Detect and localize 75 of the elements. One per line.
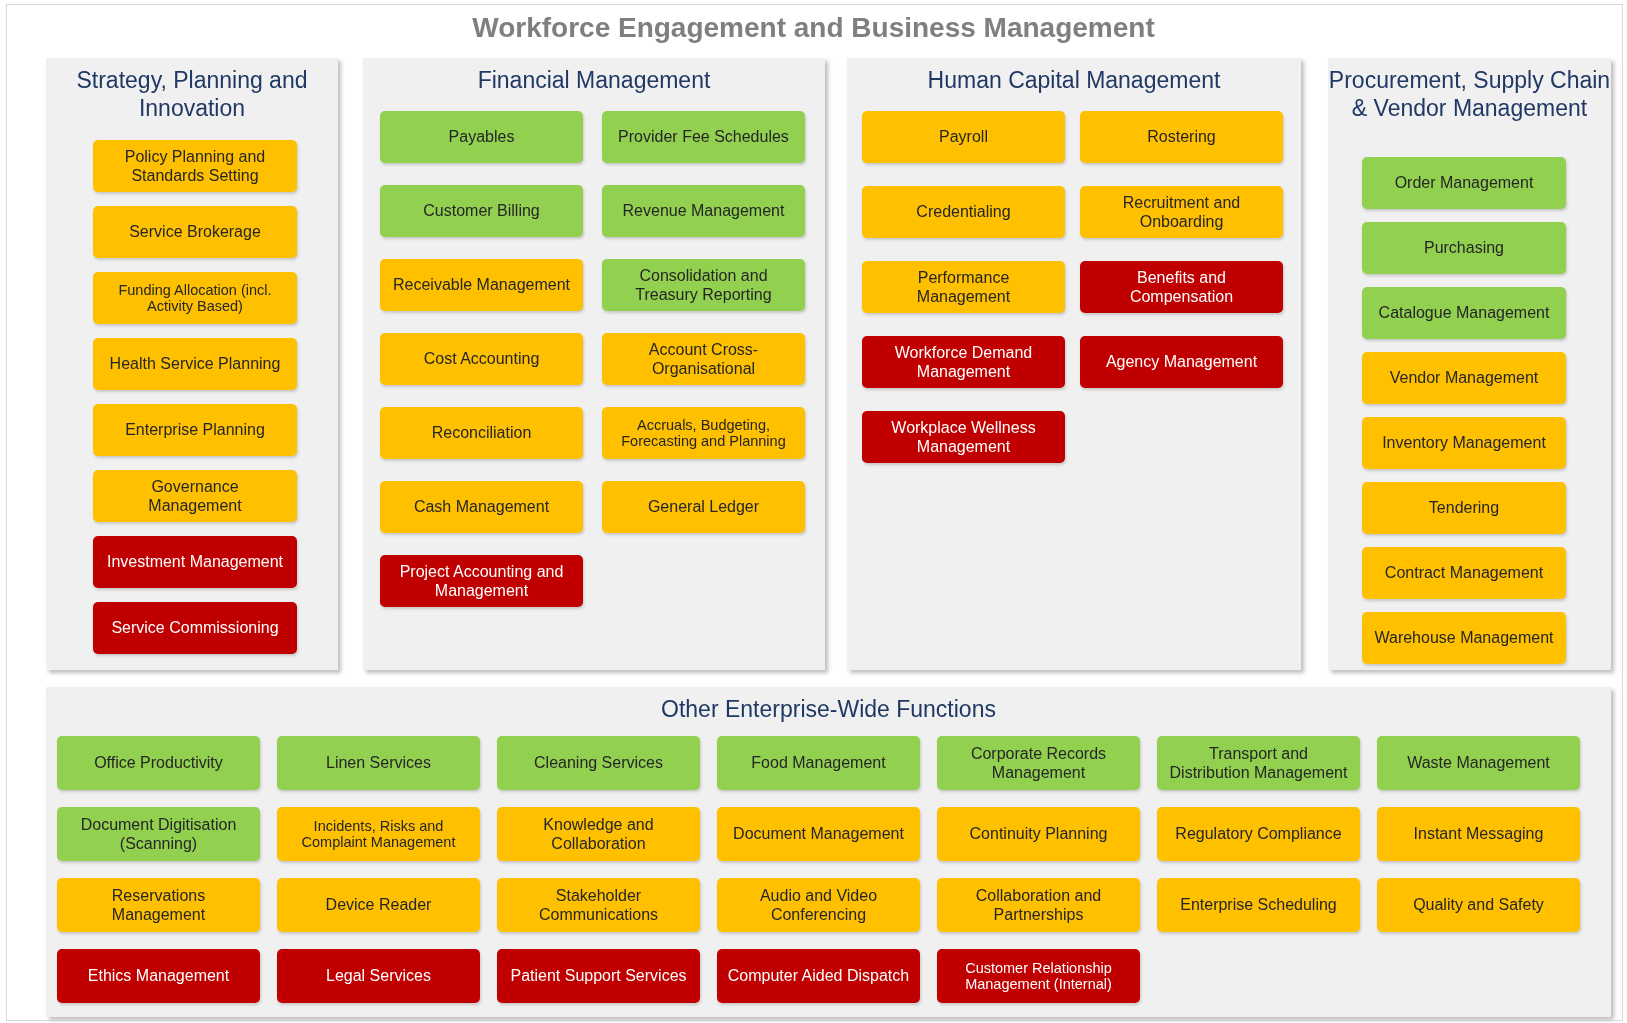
- category-panel: [1328, 58, 1611, 670]
- capability-box: Cash Management: [380, 481, 583, 533]
- capability-box: Tendering: [1362, 482, 1566, 534]
- capability-box: Linen Services: [277, 736, 480, 790]
- capability-box: Knowledge and Collaboration: [497, 807, 700, 861]
- capability-box: Credentialing: [862, 186, 1065, 238]
- capability-box: Payables: [380, 111, 583, 163]
- capability-box: Revenue Management: [602, 185, 805, 237]
- capability-box: Service Brokerage: [93, 206, 297, 258]
- capability-box: Inventory Management: [1362, 417, 1566, 469]
- category-panel: [46, 58, 338, 670]
- capability-box: Benefits and Compensation: [1080, 261, 1283, 313]
- capability-box: Payroll: [862, 111, 1065, 163]
- capability-box: Transport and Distribution Management: [1157, 736, 1360, 790]
- capability-box: Computer Aided Dispatch: [717, 949, 920, 1003]
- capability-box: Service Commissioning: [93, 602, 297, 654]
- capability-box: Collaboration and Partnerships: [937, 878, 1140, 932]
- capability-box: Rostering: [1080, 111, 1283, 163]
- capability-box: Receivable Management: [380, 259, 583, 311]
- capability-box: Enterprise Planning: [93, 404, 297, 456]
- capability-box: General Ledger: [602, 481, 805, 533]
- capability-box: Stakeholder Communications: [497, 878, 700, 932]
- capability-box: Device Reader: [277, 878, 480, 932]
- capability-box: Provider Fee Schedules: [602, 111, 805, 163]
- capability-box: Agency Management: [1080, 336, 1283, 388]
- capability-box: Waste Management: [1377, 736, 1580, 790]
- capability-box: Document Digitisation (Scanning): [57, 807, 260, 861]
- capability-box: Document Management: [717, 807, 920, 861]
- capability-box: Account Cross-Organisational: [602, 333, 805, 385]
- capability-box: Customer Relationship Management (Internal): [937, 949, 1140, 1003]
- category-panel: [847, 58, 1301, 670]
- capability-box: Recruitment and Onboarding: [1080, 186, 1283, 238]
- panel-heading: Financial Management: [476, 66, 712, 95]
- capability-box: Incidents, Risks and Complaint Management: [277, 807, 480, 861]
- capability-box: Quality and Safety: [1377, 878, 1580, 932]
- capability-box: Legal Services: [277, 949, 480, 1003]
- capability-box: Cost Accounting: [380, 333, 583, 385]
- capability-box: Corporate Records Management: [937, 736, 1140, 790]
- capability-box: Order Management: [1362, 157, 1566, 209]
- capability-box: Food Management: [717, 736, 920, 790]
- capability-box: Patient Support Services: [497, 949, 700, 1003]
- panel-heading: Procurement, Supply Chain & Vendor Management: [1328, 66, 1611, 123]
- capability-box: Reservations Management: [57, 878, 260, 932]
- capability-box: Governance Management: [93, 470, 297, 522]
- capability-box: Project Accounting and Management: [380, 555, 583, 607]
- capability-box: Performance Management: [862, 261, 1065, 313]
- capability-box: Workforce Demand Management: [862, 336, 1065, 388]
- capability-box: Workplace Wellness Management: [862, 411, 1065, 463]
- capability-box: Office Productivity: [57, 736, 260, 790]
- capability-box: Continuity Planning: [937, 807, 1140, 861]
- capability-box: Investment Management: [93, 536, 297, 588]
- category-panel: [46, 687, 1611, 1017]
- capability-box: Health Service Planning: [93, 338, 297, 390]
- capability-box: Regulatory Compliance: [1157, 807, 1360, 861]
- capability-box: Enterprise Scheduling: [1157, 878, 1360, 932]
- capability-box: Audio and Video Conferencing: [717, 878, 920, 932]
- capability-box: Reconciliation: [380, 407, 583, 459]
- capability-box: Funding Allocation (incl. Activity Based): [93, 272, 297, 324]
- panel-heading: Other Enterprise-Wide Functions: [660, 695, 997, 724]
- capability-box: Warehouse Management: [1362, 612, 1566, 664]
- capability-box: Policy Planning and Standards Setting: [93, 140, 297, 192]
- capability-box: Catalogue Management: [1362, 287, 1566, 339]
- capability-box: Vendor Management: [1362, 352, 1566, 404]
- capability-box: Purchasing: [1362, 222, 1566, 274]
- capability-box: Instant Messaging: [1377, 807, 1580, 861]
- capability-box: Cleaning Services: [497, 736, 700, 790]
- panel-heading: Strategy, Planning and Innovation: [75, 66, 309, 123]
- capability-box: Consolidation and Treasury Reporting: [602, 259, 805, 311]
- capability-box: Contract Management: [1362, 547, 1566, 599]
- panel-heading: Human Capital Management: [926, 66, 1222, 95]
- capability-box: Ethics Management: [57, 949, 260, 1003]
- capability-box: Accruals, Budgeting, Forecasting and Planning: [602, 407, 805, 459]
- category-panel: [363, 58, 825, 670]
- diagram-title: Workforce Engagement and Business Management: [471, 12, 1156, 44]
- capability-box: Customer Billing: [380, 185, 583, 237]
